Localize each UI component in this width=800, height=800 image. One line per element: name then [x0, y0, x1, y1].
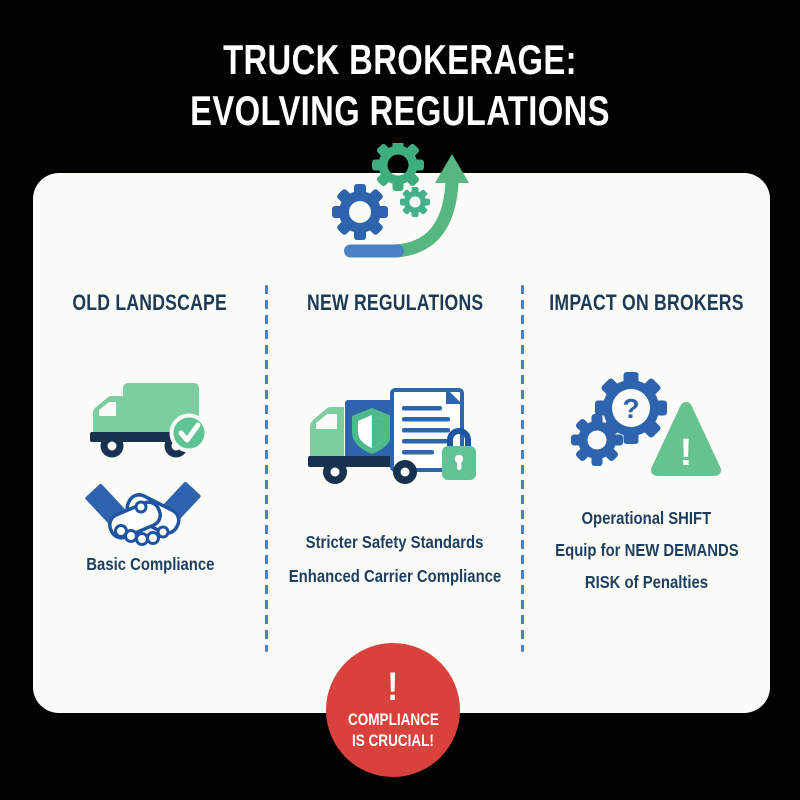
handshake-icon	[85, 481, 201, 546]
badge-exclamation: !	[387, 665, 399, 709]
warning-exclamation-glyph: !	[680, 432, 693, 474]
truck-window	[316, 414, 337, 429]
gear-small-icon	[571, 414, 623, 466]
truck-shield-document-lock-icon	[308, 388, 476, 484]
impact-line-2: Equip for NEW DEMANDS	[523, 540, 770, 561]
shield-icon	[352, 408, 392, 454]
page-title: TRUCK BROKERAGE: EVOLVING REGULATIONS	[0, 34, 800, 136]
truck-window	[99, 402, 116, 416]
body-text: Stricter Safety Standards	[306, 532, 484, 552]
new-regulations-line-2: Enhanced Carrier Compliance	[267, 566, 523, 587]
column-header-old-landscape: OLD LANDSCAPE	[33, 290, 267, 316]
column-header-label: OLD LANDSCAPE	[72, 290, 228, 315]
column-header-label: NEW REGULATIONS	[306, 290, 484, 315]
body-text: Enhanced Carrier Compliance	[288, 566, 502, 586]
body-text: Equip for NEW DEMANDS	[554, 540, 739, 560]
question-mark-glyph: ?	[622, 393, 639, 424]
gears-growth-arrow-icon	[325, 143, 475, 261]
truck-check-icon	[90, 383, 209, 458]
gears-question-warning-icon: ? !	[571, 372, 721, 476]
impact-line-3: RISK of Penalties	[523, 572, 770, 593]
column-divider-1	[265, 285, 268, 652]
check-badge-icon	[169, 413, 209, 453]
column-header-label: IMPACT ON BROKERS	[549, 290, 744, 315]
handshake-hands	[108, 493, 181, 546]
impact-line-1: Operational SHIFT	[523, 508, 770, 529]
compliance-badge: ! COMPLIANCE IS CRUCIAL!	[326, 643, 460, 777]
column-divider-2	[521, 285, 524, 652]
truck-cab	[93, 396, 124, 437]
body-text: Basic Compliance	[85, 554, 215, 574]
gear-green-small-icon	[325, 143, 475, 261]
truck-wheels	[323, 460, 417, 484]
body-text: RISK of Penalties	[584, 572, 709, 592]
new-regulations-line-1: Stricter Safety Standards	[267, 532, 523, 553]
badge-line-1: COMPLIANCE	[347, 711, 439, 729]
title-line-2: EVOLVING REGULATIONS	[190, 87, 610, 134]
badge-line-2: IS CRUCIAL!	[352, 732, 434, 750]
padlock-icon	[442, 428, 476, 480]
warning-triangle-icon: !	[651, 402, 721, 476]
body-text: Operational SHIFT	[581, 508, 712, 528]
column-header-impact-on-brokers: IMPACT ON BROKERS	[523, 290, 770, 316]
title-line-1: TRUCK BROKERAGE:	[223, 36, 577, 83]
old-landscape-line: Basic Compliance	[33, 554, 267, 575]
column-header-new-regulations: NEW REGULATIONS	[267, 290, 523, 316]
